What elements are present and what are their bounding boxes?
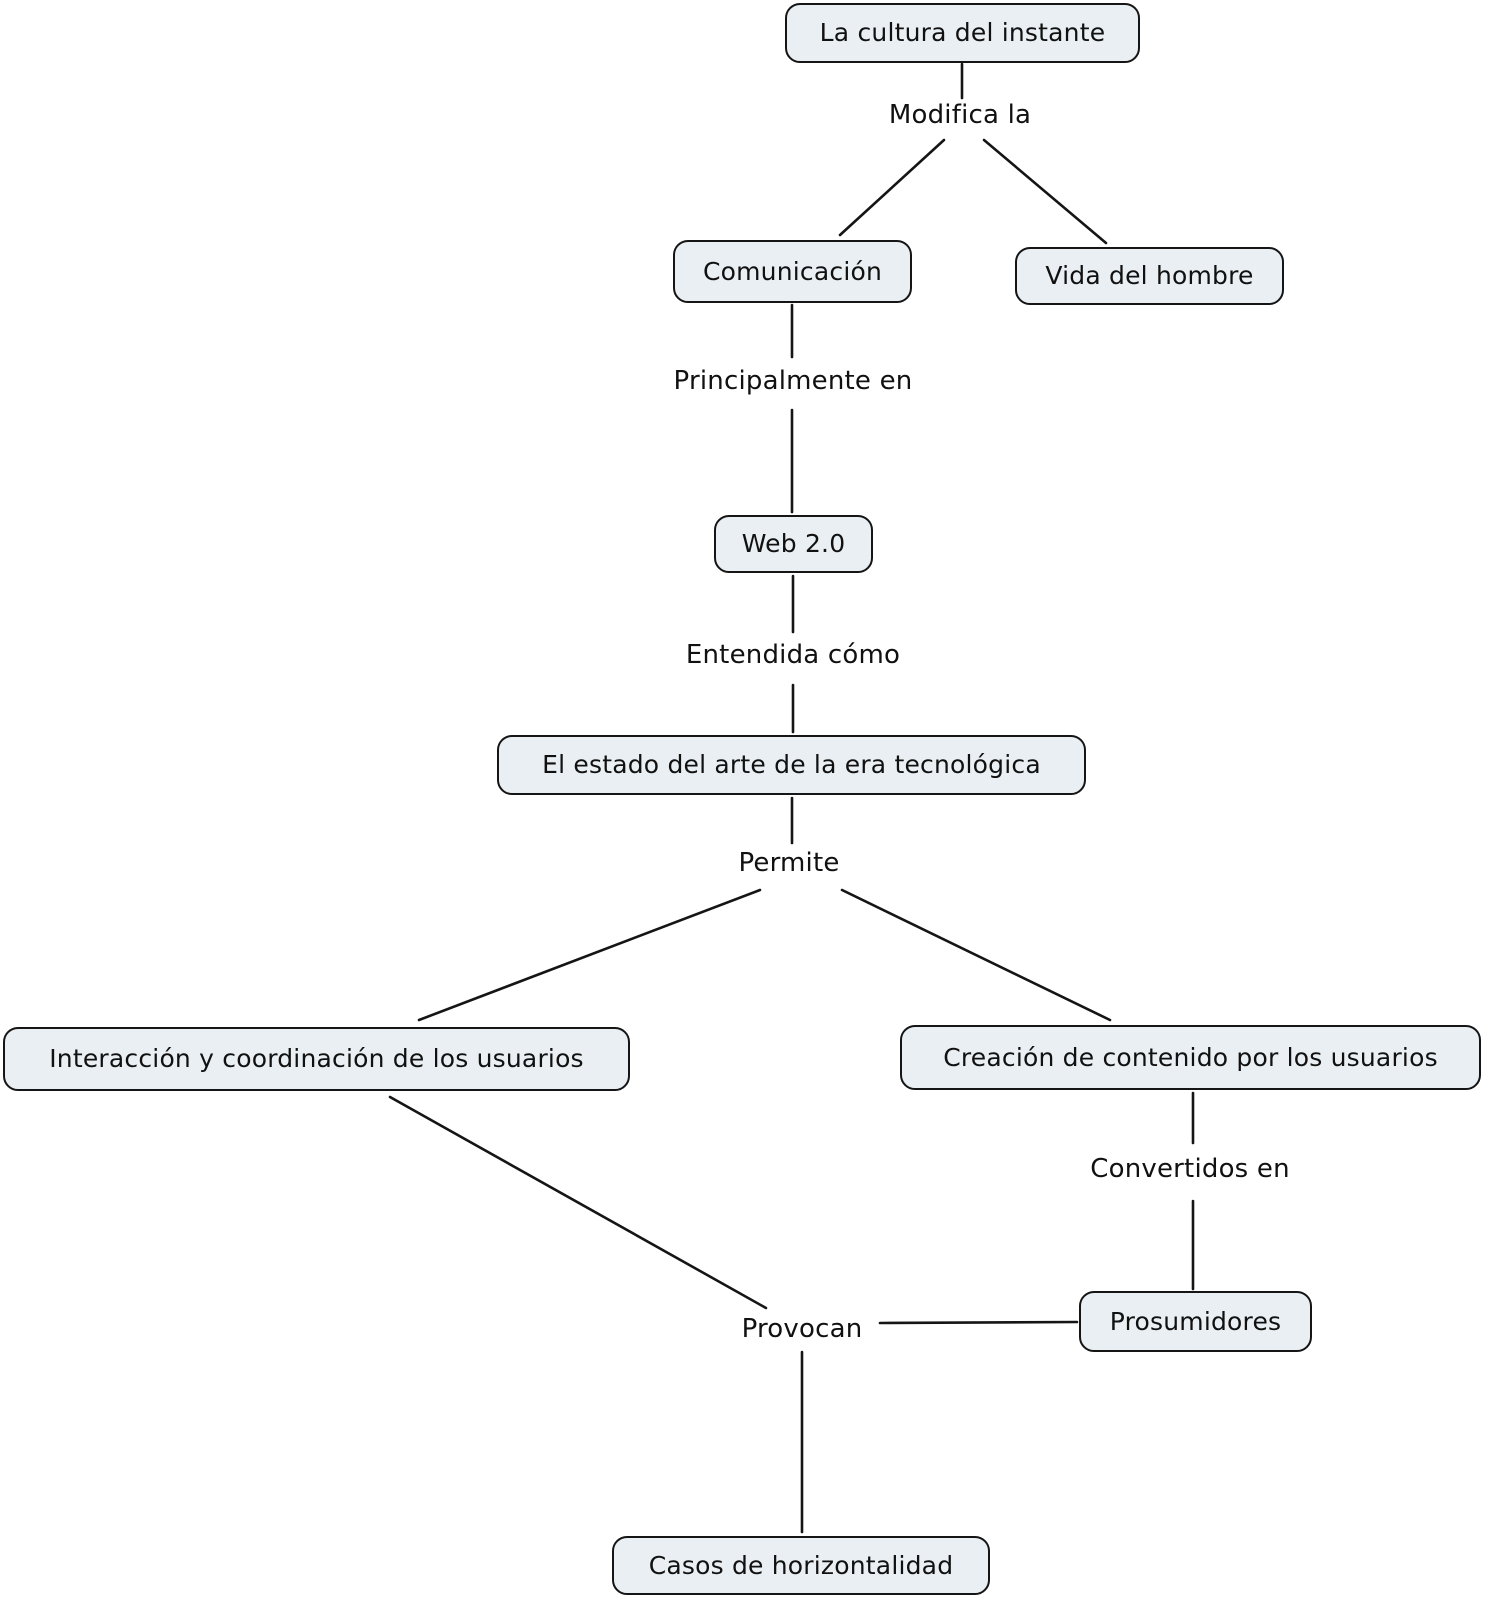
link-label-modifica-la[interactable]: Modifica la: [884, 100, 1036, 130]
concept-node-casos-horizontalidad[interactable]: Casos de horizontalidad: [612, 1536, 990, 1595]
link-label-permite[interactable]: Permite: [734, 848, 844, 878]
connector-line: [838, 138, 946, 237]
connector-line: [840, 888, 1112, 1022]
concept-node-vida-del-hombre[interactable]: Vida del hombre: [1015, 247, 1284, 305]
concept-node-comunicacion[interactable]: Comunicación: [673, 240, 912, 303]
concept-node-estado-del-arte[interactable]: El estado del arte de la era tecnológica: [497, 735, 1086, 795]
concept-node-prosumidores[interactable]: Prosumidores: [1079, 1291, 1312, 1352]
concept-node-la-cultura-del-instante[interactable]: La cultura del instante: [785, 3, 1140, 63]
connector-line: [982, 138, 1108, 245]
connector-line: [417, 888, 762, 1022]
link-label-entendida-como[interactable]: Entendida cómo: [681, 640, 905, 670]
connector-line: [388, 1095, 768, 1310]
concept-node-creacion-contenido[interactable]: Creación de contenido por los usuarios: [900, 1025, 1481, 1090]
concept-node-interaccion-coordinacion[interactable]: Interacción y coordinación de los usuari…: [3, 1027, 630, 1091]
link-label-provocan[interactable]: Provocan: [737, 1314, 867, 1344]
concept-node-web-2-0[interactable]: Web 2.0: [714, 515, 873, 573]
connector-line: [878, 1320, 1079, 1325]
link-label-principalmente-en[interactable]: Principalmente en: [669, 366, 917, 396]
link-label-convertidos-en[interactable]: Convertidos en: [1086, 1154, 1294, 1184]
